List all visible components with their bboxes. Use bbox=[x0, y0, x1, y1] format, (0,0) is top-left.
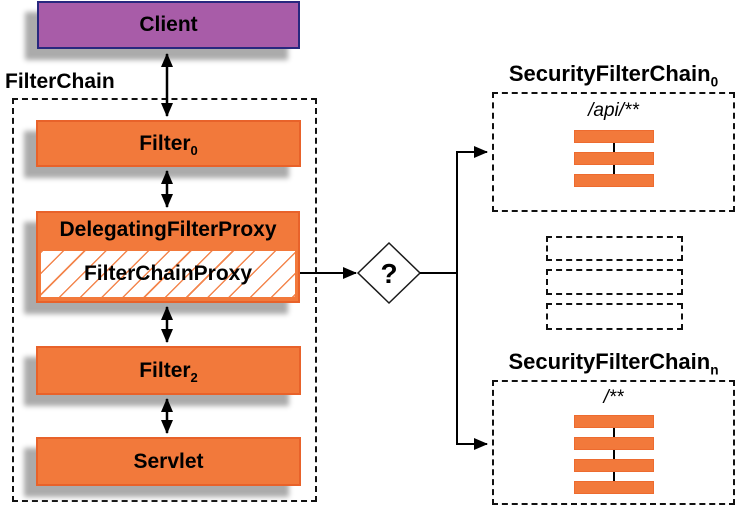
filter2-box: Filter2 bbox=[36, 346, 301, 395]
chain0-url-pattern: /api/** bbox=[588, 100, 639, 121]
chain-n-label-base: SecurityFilterChain bbox=[508, 349, 711, 374]
chain-n-label-subscript: n bbox=[710, 362, 719, 378]
filter0-subscript: 0 bbox=[190, 142, 198, 158]
filter-bar bbox=[573, 130, 654, 143]
security-filter-chain-n-box: /** bbox=[492, 380, 735, 505]
filter-bar bbox=[573, 415, 654, 428]
filter2-base: Filter bbox=[139, 358, 191, 382]
chain-n-url-pattern: /** bbox=[603, 387, 624, 408]
filter-chain-proxy-box: FilterChainProxy bbox=[41, 251, 295, 297]
decision-question-mark: ? bbox=[380, 258, 397, 289]
bar-connector bbox=[612, 472, 615, 481]
bar-connector bbox=[612, 450, 615, 459]
filter-bar bbox=[573, 481, 654, 494]
bar-connector bbox=[612, 165, 615, 174]
servlet-box: Servlet bbox=[36, 437, 301, 486]
filter-chain-label: FilterChain bbox=[5, 70, 115, 93]
security-filter-chain-0-label: SecurityFilterChain0 bbox=[492, 61, 735, 90]
client-box: Client bbox=[37, 1, 300, 49]
filter2-label: Filter2 bbox=[139, 358, 198, 385]
chain0-filter-bars bbox=[494, 130, 733, 187]
filter2-subscript: 2 bbox=[190, 369, 198, 385]
filter0-base: Filter bbox=[139, 131, 191, 155]
filter0-box: Filter0 bbox=[36, 120, 301, 167]
delegating-filter-proxy-box: DelegatingFilterProxy FilterChainProxy bbox=[36, 211, 300, 303]
client-label: Client bbox=[139, 13, 198, 36]
chain-n-filter-bars bbox=[494, 415, 733, 494]
chain0-label-base: SecurityFilterChain bbox=[508, 61, 711, 86]
security-filter-chain-n-label: SecurityFilterChainn bbox=[492, 349, 735, 378]
security-filter-chain-0-box: /api/** bbox=[492, 92, 735, 212]
filter-bar bbox=[573, 174, 654, 187]
ellipsis-chain-box bbox=[546, 303, 683, 330]
servlet-label: Servlet bbox=[133, 449, 204, 473]
filter-bar bbox=[573, 459, 654, 472]
filter-bar bbox=[573, 437, 654, 450]
arrow-to-chain0 bbox=[456, 146, 488, 273]
bar-connector bbox=[612, 428, 615, 437]
ellipsis-chain-box bbox=[546, 269, 683, 295]
bar-connector bbox=[612, 143, 615, 152]
filter0-label: Filter0 bbox=[139, 131, 198, 158]
arrow-to-chain-n bbox=[456, 273, 488, 450]
filter-bar bbox=[573, 152, 654, 165]
decision-diamond bbox=[356, 241, 422, 305]
delegating-filter-proxy-label: DelegatingFilterProxy bbox=[59, 218, 277, 241]
filter-chain-proxy-label: FilterChainProxy bbox=[83, 262, 253, 285]
ellipsis-chain-box bbox=[546, 236, 683, 261]
chain0-label-subscript: 0 bbox=[710, 74, 719, 90]
